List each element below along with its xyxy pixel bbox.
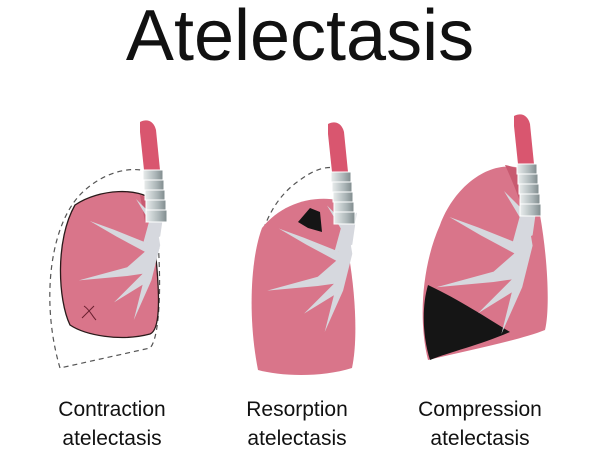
collapsed-region [423, 285, 510, 360]
panel-label-line1: Resorption [246, 398, 348, 421]
panel-label-line1: Compression [418, 398, 542, 421]
panel-label-line2: atelectasis [430, 427, 529, 450]
collapsed-region [298, 208, 322, 232]
panel-label-line2: atelectasis [62, 427, 161, 450]
panel-label-line2: atelectasis [247, 427, 346, 450]
lung-body [59, 190, 160, 339]
scar-mark-icon [81, 305, 97, 321]
page-title: Atelectasis [126, 0, 474, 76]
compression-lung-illustration [422, 113, 548, 360]
resorption-lung-illustration [251, 121, 357, 375]
contraction-lung-illustration [49, 119, 168, 369]
panel-label-line1: Contraction [58, 398, 165, 421]
